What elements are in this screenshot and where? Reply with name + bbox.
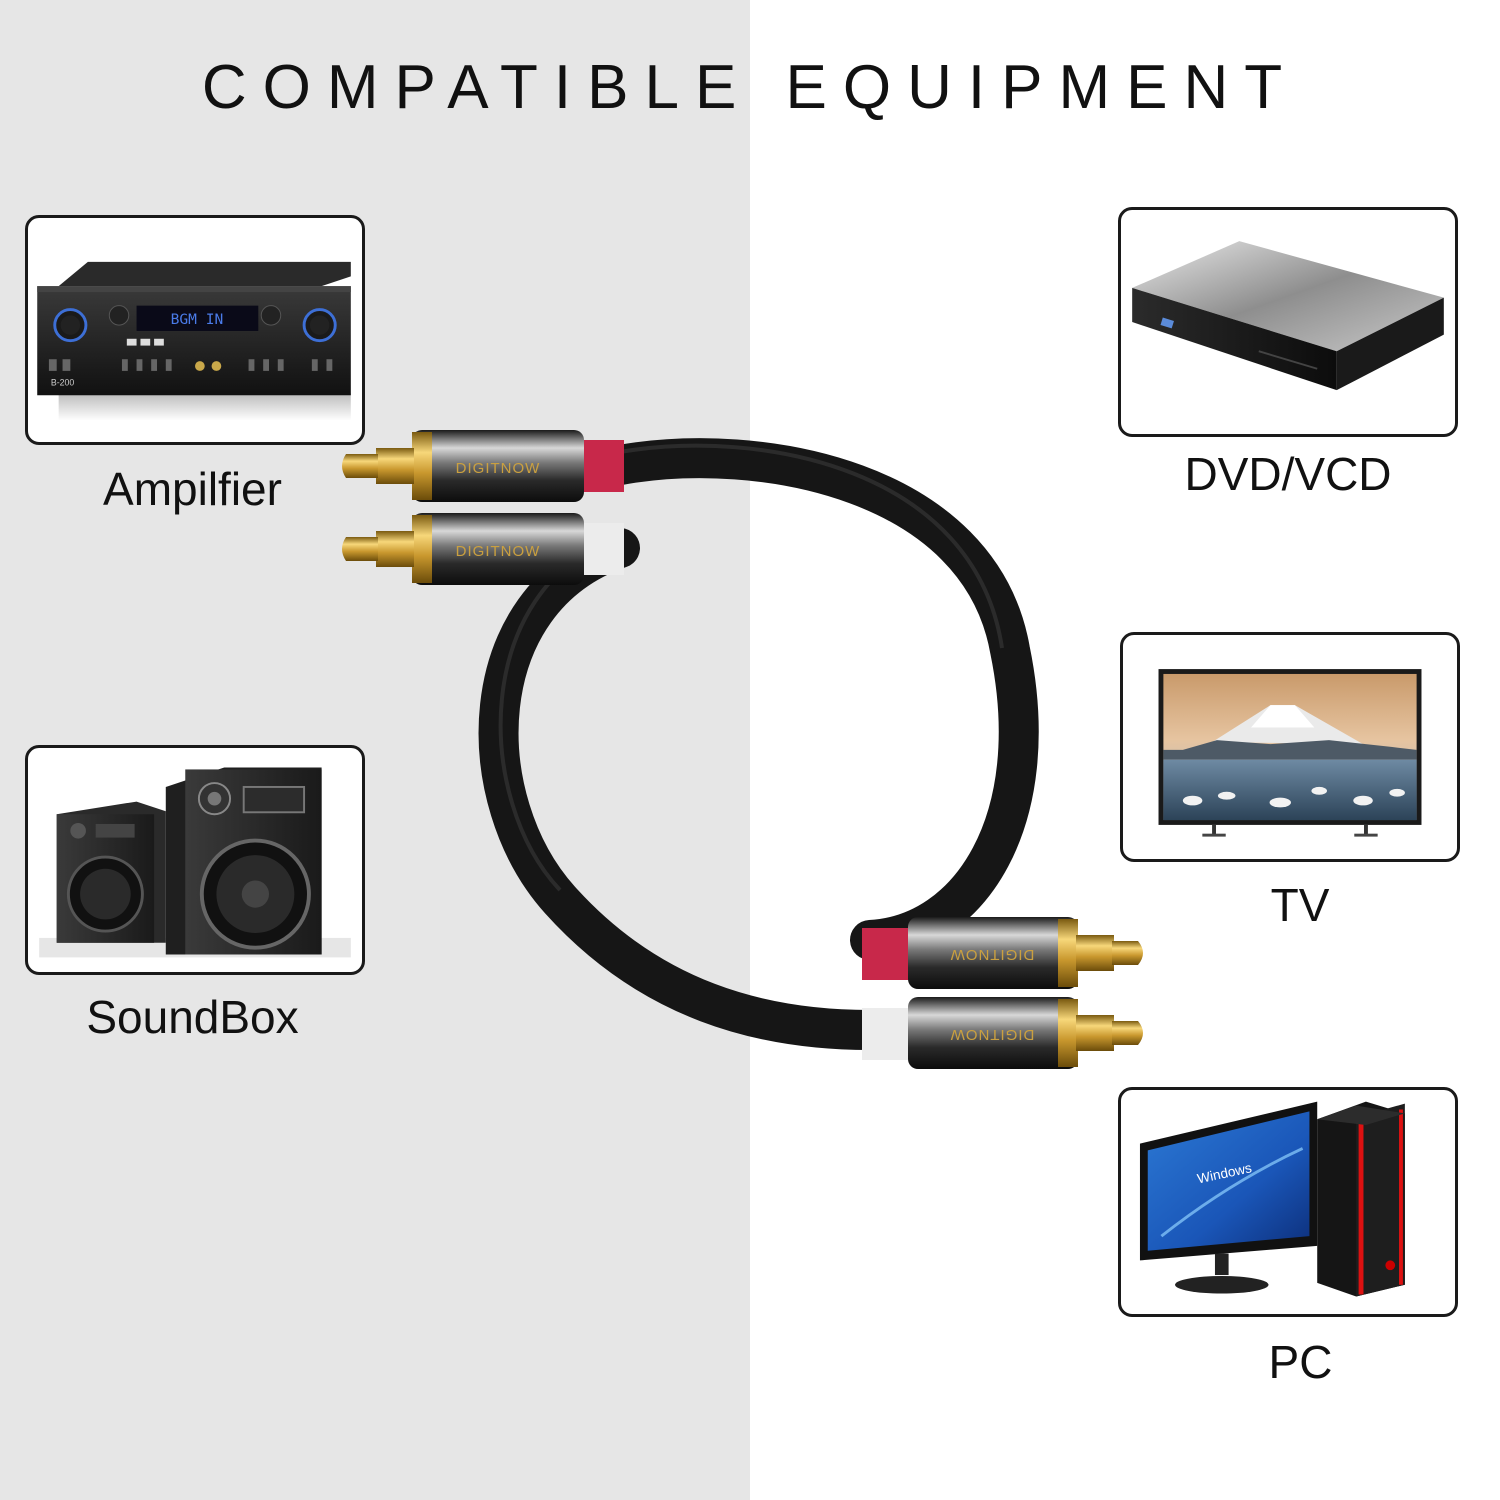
amplifier-label: Ampilfier <box>103 463 282 515</box>
amplifier-model-text: B-200 <box>51 378 74 388</box>
tv-card <box>1120 632 1460 862</box>
computer-icon: Windows <box>1139 1101 1405 1297</box>
amplifier-icon: BGM IN B-200 <box>37 261 351 421</box>
speaker-icon <box>39 767 351 958</box>
tv-label: TV <box>1270 879 1330 931</box>
dvd-label: DVD/VCD <box>1184 448 1392 500</box>
pc-card: Windows <box>1118 1087 1458 1317</box>
amplifier-card: BGM IN B-200 <box>25 215 365 445</box>
amplifier-display-text: BGM IN <box>171 311 224 328</box>
tv-icon <box>1158 669 1422 837</box>
pc-label: PC <box>1268 1336 1333 1388</box>
dvd-player-icon <box>1132 241 1444 391</box>
dvd-card <box>1118 207 1458 437</box>
soundbox-card <box>25 745 365 975</box>
page-title: COMPATIBLE EQUIPMENT <box>201 53 1299 122</box>
soundbox-label: SoundBox <box>86 991 299 1043</box>
